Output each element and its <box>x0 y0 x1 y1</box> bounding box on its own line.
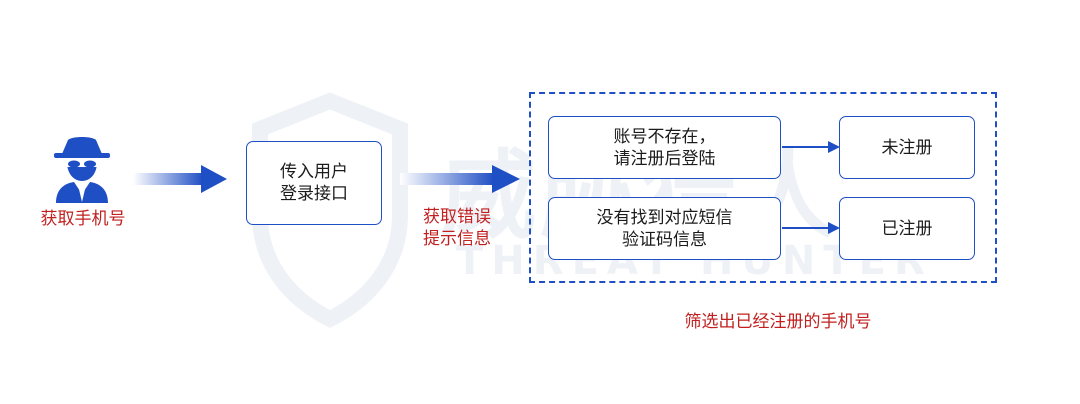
spy-icon <box>54 137 110 203</box>
row2-arrow <box>782 222 840 234</box>
gradient-arrow-2 <box>400 165 520 193</box>
account-not-exist-box: 账号不存在， 请注册后登陆 <box>548 116 781 179</box>
no-sms-code-box: 没有找到对应短信 验证码信息 <box>548 197 781 260</box>
login-box-line2: 登录接口 <box>280 184 348 204</box>
row1-left-line2: 请注册后登陆 <box>613 148 716 169</box>
source-label: 获取手机号 <box>40 209 126 229</box>
registered-box: 已注册 <box>839 197 975 260</box>
row2-result: 已注册 <box>881 218 933 239</box>
row2-left-line2: 验证码信息 <box>622 229 707 250</box>
filter-caption: 筛选出已经注册的手机号 <box>684 312 872 332</box>
row1-left-line1: 账号不存在， <box>613 126 716 147</box>
watermark-shield-icon <box>252 92 408 328</box>
filter-group-container <box>529 92 997 283</box>
error-info-line2: 提示信息 <box>423 229 491 249</box>
row1-result: 未注册 <box>881 137 933 158</box>
row2-left-line1: 没有找到对应短信 <box>596 207 733 228</box>
login-box-line1: 传入用户 <box>280 162 348 182</box>
row1-arrow <box>782 141 840 153</box>
gradient-arrow-1 <box>133 165 227 193</box>
unregistered-box: 未注册 <box>839 116 975 179</box>
login-interface-box: 传入用户 登录接口 <box>246 141 382 225</box>
error-info-line1: 获取错误 <box>423 207 491 227</box>
error-info-label: 获取错误 提示信息 <box>412 206 502 250</box>
